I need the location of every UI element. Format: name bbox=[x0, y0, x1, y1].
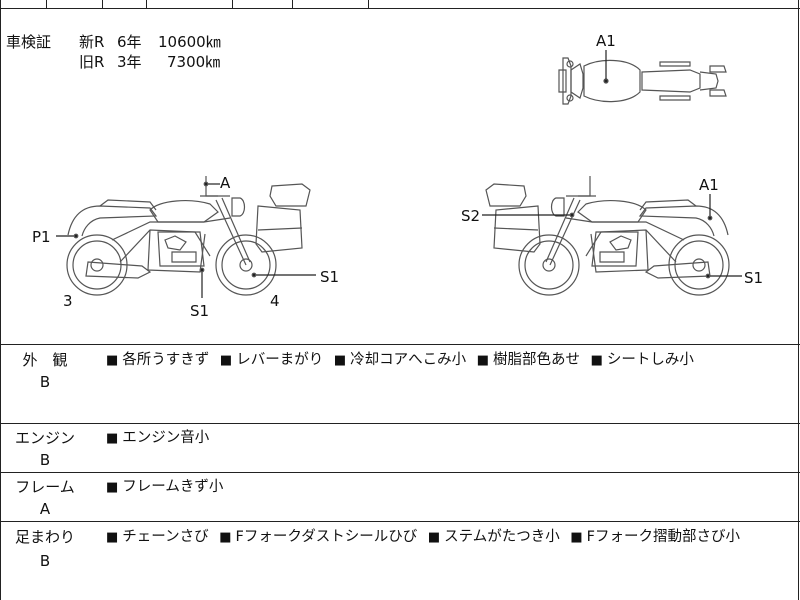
condition-item: ■チェーンさび bbox=[106, 529, 209, 545]
label-left-num3: 3 bbox=[63, 292, 73, 310]
condition-item: ■フレームきず小 bbox=[106, 479, 224, 495]
inspection-new-distance: 10600㎞ bbox=[158, 33, 221, 51]
label-left-s1-right: S1 bbox=[320, 268, 340, 286]
left-border bbox=[0, 0, 1, 600]
label-left-a: A bbox=[220, 174, 231, 192]
header-divider bbox=[292, 0, 293, 8]
condition-item: ■Fフォークダストシールひび bbox=[219, 529, 418, 545]
section-grade: A bbox=[39, 500, 51, 518]
section-grade: B bbox=[39, 373, 51, 391]
header-divider bbox=[102, 0, 103, 8]
section-items: ■チェーンさび ■Fフォークダストシールひび ■ステムがたつき小 ■Fフォーク摺… bbox=[106, 527, 746, 548]
label-left-num4: 4 bbox=[270, 292, 280, 310]
right-border bbox=[798, 0, 799, 600]
section-label: 外 観 bbox=[22, 351, 68, 369]
header-divider bbox=[232, 0, 233, 8]
header-divider bbox=[368, 0, 369, 8]
section-items: ■各所うすきず ■レバーまがり ■冷却コアへこみ小 ■樹脂部色あせ ■シートしみ… bbox=[106, 350, 700, 371]
label-right-a1: A1 bbox=[699, 176, 719, 194]
condition-item: ■樹脂部色あせ bbox=[476, 352, 581, 368]
inspection-new-prefix: 新R bbox=[79, 33, 105, 51]
section-label: フレーム bbox=[15, 478, 75, 496]
section-grade: B bbox=[39, 552, 51, 570]
condition-item: ■ステムがたつき小 bbox=[427, 529, 560, 545]
inspection-old-prefix: 旧R bbox=[79, 53, 105, 71]
condition-item: ■Fフォーク摺動部さび小 bbox=[570, 529, 740, 545]
top-border bbox=[0, 8, 800, 9]
inspection-label: 車検証 bbox=[6, 33, 52, 51]
divider-engine bbox=[0, 423, 800, 424]
label-right-s2: S2 bbox=[461, 207, 481, 225]
divider-frame bbox=[0, 472, 800, 473]
label-top-a1: A1 bbox=[596, 32, 616, 50]
divider-appearance bbox=[0, 344, 800, 345]
condition-item: ■冷却コアへこみ小 bbox=[333, 352, 467, 368]
inspection-old-distance: 7300㎞ bbox=[167, 53, 221, 71]
section-label: エンジン bbox=[14, 429, 75, 447]
section-grade: B bbox=[39, 451, 51, 469]
section-items: ■フレームきず小 bbox=[106, 477, 229, 498]
header-divider bbox=[146, 0, 147, 8]
header-divider bbox=[46, 0, 47, 8]
condition-item: ■レバーまがり bbox=[219, 352, 324, 368]
section-label: 足まわり bbox=[14, 528, 75, 546]
divider-suspension bbox=[0, 521, 800, 522]
label-left-s1-bottom: S1 bbox=[190, 302, 210, 320]
label-right-s1: S1 bbox=[744, 269, 764, 287]
section-items: ■エンジン音小 bbox=[106, 428, 215, 449]
label-left-p1: P1 bbox=[32, 228, 51, 246]
inspection-new-years: 6年 bbox=[117, 33, 142, 51]
condition-item: ■各所うすきず bbox=[106, 352, 210, 368]
condition-item: ■シートしみ小 bbox=[590, 352, 694, 368]
inspection-old-years: 3年 bbox=[117, 53, 142, 71]
condition-item: ■エンジン音小 bbox=[106, 430, 210, 446]
